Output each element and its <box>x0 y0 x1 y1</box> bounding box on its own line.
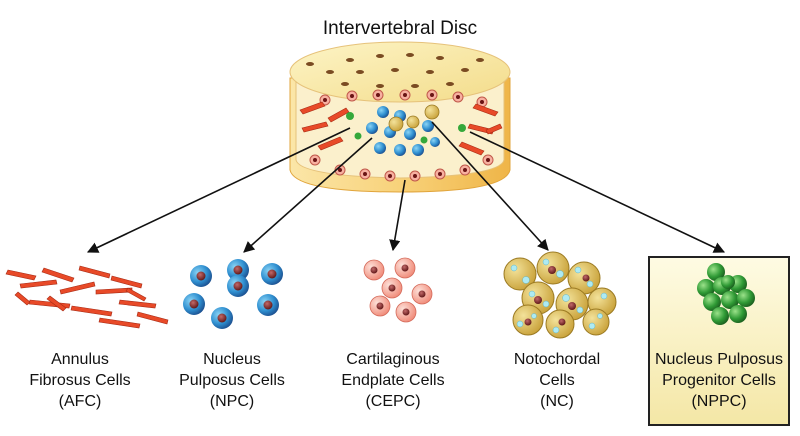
label-npc-line-3: (NPC) <box>209 393 255 410</box>
label-nc-line-2: Cells <box>539 372 575 389</box>
label-nppc-line-1: Nucleus Pulposus <box>654 351 784 368</box>
lineage-arrows <box>86 121 726 253</box>
label-afc-line-1: Annulus <box>51 351 109 368</box>
arrow-icon <box>389 179 406 252</box>
nppc-cell-cluster <box>697 263 755 325</box>
label-cepc-line-2: Endplate Cells <box>341 372 445 389</box>
disc-nucleus-cells <box>346 104 466 156</box>
label-cepc-line-3: (CEPC) <box>365 393 421 410</box>
label-nppc-line-3: (NPPC) <box>691 393 747 410</box>
label-npc: Nucleus Pulposus Cells (NPC) <box>157 349 307 412</box>
cepc-cell-cluster <box>363 257 433 323</box>
arrow-icon <box>469 131 726 253</box>
label-nc-line-1: Notochordal <box>513 351 601 368</box>
afc-cell-cluster <box>5 265 169 329</box>
label-nc: Notochordal Cells (NC) <box>482 349 632 412</box>
disc-top <box>289 41 511 103</box>
label-npc-line-1: Nucleus <box>203 351 261 368</box>
arrow-icon <box>431 121 549 251</box>
label-cepc-line-1: Cartilaginous <box>346 351 440 368</box>
label-npc-line-2: Pulposus Cells <box>179 372 285 389</box>
intervertebral-disc <box>289 41 511 193</box>
nc-cell-cluster <box>503 251 617 339</box>
label-cepc: Cartilaginous Endplate Cells (CEPC) <box>318 349 468 412</box>
label-afc: Annulus Fibrosus Cells (AFC) <box>5 349 155 412</box>
npc-cell-cluster <box>183 259 283 329</box>
diagram-title: Intervertebral Disc <box>322 18 478 39</box>
arrow-icon <box>86 127 351 253</box>
label-nppc: Nucleus Pulposus Progenitor Cells (NPPC) <box>645 349 793 412</box>
label-afc-line-3: (AFC) <box>58 393 102 410</box>
arrow-icon <box>243 137 373 253</box>
label-nc-line-3: (NC) <box>540 393 574 410</box>
disc-top-pores <box>306 53 484 88</box>
label-nppc-line-2: Progenitor Cells <box>662 372 776 389</box>
disc-annulus-cells <box>299 101 503 156</box>
label-afc-line-2: Fibrosus Cells <box>29 372 131 389</box>
disc-lower-endplate-cells <box>309 154 494 182</box>
